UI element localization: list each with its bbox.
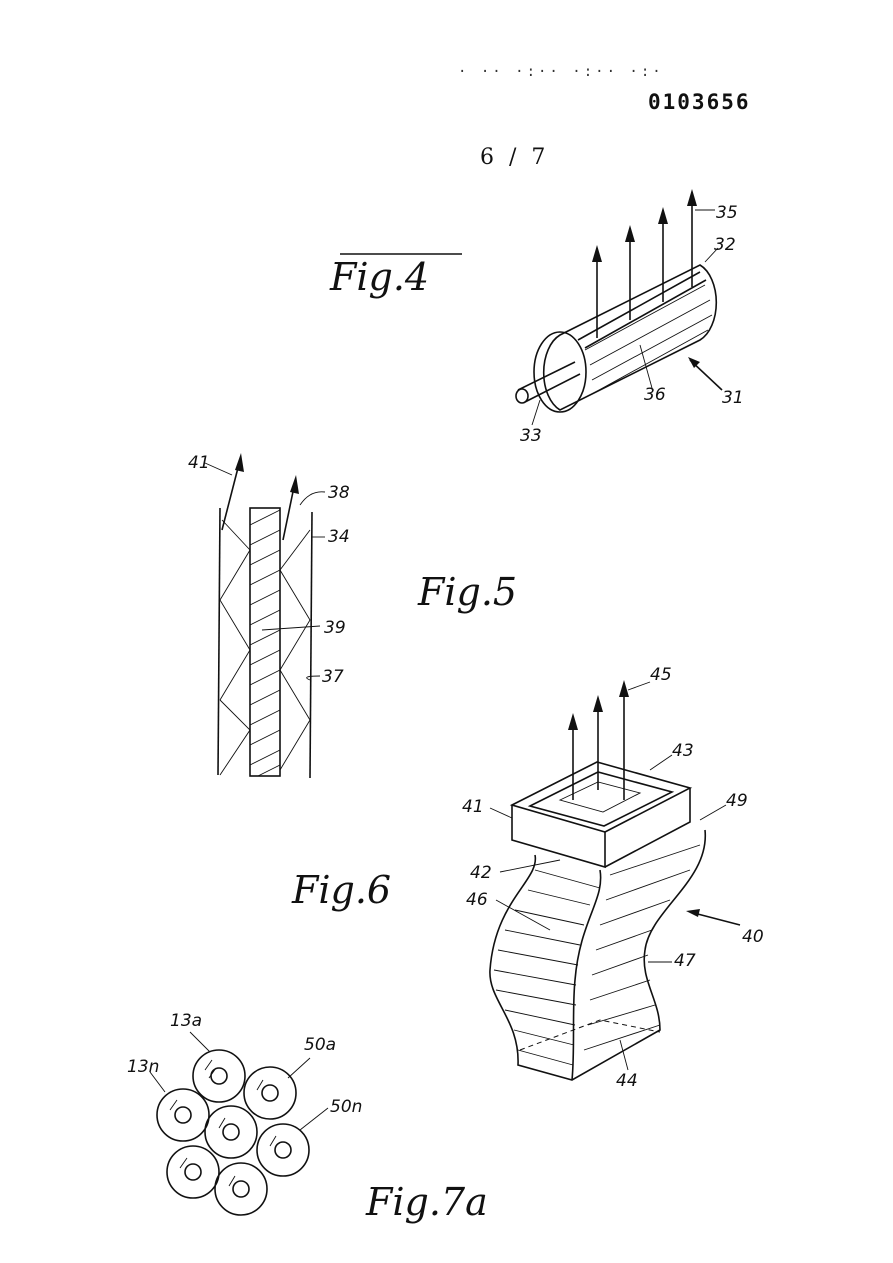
- fiber: [166, 1145, 220, 1199]
- waisted-body: [489, 829, 706, 1081]
- right-wall: [309, 511, 313, 779]
- label-37: 37: [322, 667, 344, 687]
- label-46: 46: [466, 890, 488, 910]
- left-wall: [217, 507, 221, 776]
- label-50a: 50a: [304, 1035, 336, 1055]
- label-50n: 50n: [330, 1097, 362, 1117]
- fig7a-caption: Fig.7a: [365, 1180, 488, 1224]
- body-edge: [571, 869, 602, 1081]
- fiber: [204, 1105, 258, 1159]
- label-39: 39: [324, 618, 346, 638]
- label-41-fig5: 41: [188, 453, 210, 473]
- cylinder-end: [533, 331, 587, 413]
- fiber: [256, 1123, 310, 1177]
- cylinder-hatch: [584, 284, 713, 396]
- fig6-drawing: Fig.6: [291, 665, 764, 1091]
- publication-number: 0103656: [648, 90, 751, 114]
- label-47: 47: [674, 951, 696, 971]
- emission-arrows: [592, 189, 697, 338]
- label-33: 33: [520, 426, 542, 446]
- output-arrows: [568, 680, 629, 800]
- fiber: [214, 1162, 268, 1216]
- fig5-caption: Fig.5: [417, 570, 517, 614]
- fig4-caption: Fig.4: [329, 255, 429, 299]
- ray-right: [279, 529, 311, 771]
- frame-side: [604, 788, 691, 868]
- rod-end: [515, 388, 529, 404]
- core: [249, 507, 281, 777]
- label-38: 38: [328, 483, 350, 503]
- hidden-base: [519, 1019, 661, 1051]
- label-35: 35: [716, 203, 738, 223]
- fiber: [243, 1066, 297, 1120]
- label-40: 40: [742, 927, 764, 947]
- sheet-number: 6 / 7: [480, 145, 550, 170]
- label-49: 49: [726, 791, 748, 811]
- label-32: 32: [714, 235, 736, 255]
- frame-front: [511, 805, 606, 869]
- label-34: 34: [328, 527, 350, 547]
- cylinder-outline: [542, 264, 718, 411]
- label-45: 45: [650, 665, 672, 685]
- fiber-bundle: [156, 1049, 310, 1216]
- label-31: 31: [722, 388, 744, 408]
- fig7a-drawing: Fig.7a 13a 50a 13n 50n: [127, 1011, 488, 1224]
- groove: [577, 271, 707, 349]
- label-43: 43: [672, 741, 694, 761]
- label-44: 44: [616, 1071, 638, 1091]
- label-13n: 13n: [127, 1057, 159, 1077]
- ray-left: [219, 519, 251, 701]
- dotted-heading: · ·· ·:·· ·:·· ·:·: [458, 64, 664, 80]
- fig4-drawing: Fig.4 35: [329, 189, 744, 446]
- label-41-fig6: 41: [462, 797, 484, 817]
- rod: [517, 361, 581, 403]
- label-36: 36: [644, 385, 666, 405]
- label-13a: 13a: [170, 1011, 202, 1031]
- fiber: [192, 1049, 246, 1103]
- body-hatch: [493, 844, 701, 1066]
- label-42: 42: [470, 863, 492, 883]
- fiber: [156, 1088, 210, 1142]
- fig5-drawing: Fig.5 41 38 34 39: [188, 453, 517, 779]
- fig6-caption: Fig.6: [291, 868, 391, 912]
- core-hatch: [249, 509, 281, 777]
